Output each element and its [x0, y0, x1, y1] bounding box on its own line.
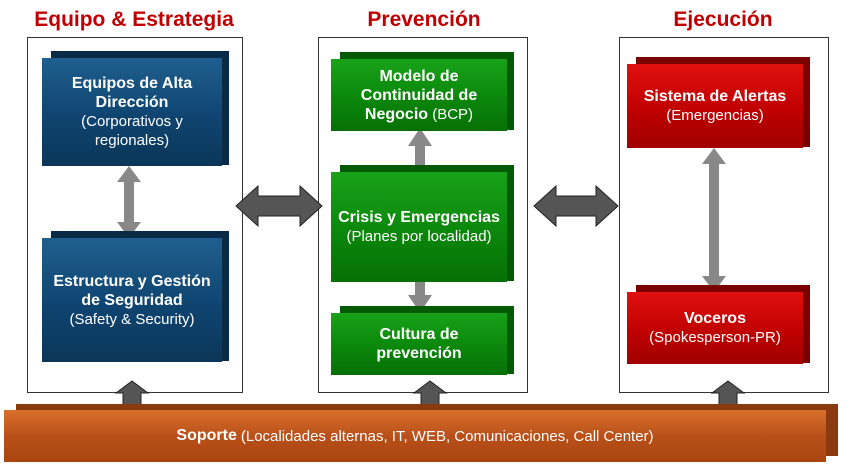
column-title-prevencion: Prevención	[367, 8, 481, 31]
support-normal: (Localidades alternas, IT, WEB, Comunica…	[240, 427, 654, 445]
block-modelo-normal: (BCP)	[432, 105, 474, 123]
block-cultura-prevencion: Cultura de prevención	[331, 313, 507, 375]
block-voceros: Voceros (Spokesperson-PR)	[627, 292, 803, 364]
support-bar: Soporte (Localidades alternas, IT, WEB, …	[4, 410, 826, 462]
block-sistema-alertas: Sistema de Alertas (Emergencias)	[627, 64, 803, 148]
block-equipos-bold: Equipos de Alta Dirección	[71, 75, 193, 111]
arrow-alertas-voceros	[702, 148, 726, 292]
column-title-equipo: Equipo & Estrategia	[34, 8, 234, 31]
arrow-equipo-prevencion	[235, 184, 323, 228]
block-cultura-bold: Cultura de prevención	[376, 326, 462, 362]
block-crisis-normal: (Planes por localidad)	[346, 228, 492, 245]
block-modelo-text: Modelo de Continuidad de Negocio (BCP)	[337, 67, 501, 124]
block-equipos-normal: (Corporativos y regionales)	[81, 113, 183, 149]
block-modelo-bold: Modelo de Continuidad de Negocio	[360, 67, 478, 123]
block-estructura-seguridad: Estructura y Gestión de Seguridad (Safet…	[42, 238, 222, 362]
block-voceros-bold: Voceros	[684, 310, 746, 327]
arrow-equipos-estructura	[117, 166, 141, 238]
block-alertas-normal: (Emergencias)	[666, 107, 764, 124]
arrow-crisis-cultura	[408, 282, 432, 313]
arrow-prevencion-ejecucion	[533, 184, 619, 228]
column-title-ejecucion: Ejecución	[673, 8, 773, 31]
block-equipos-alta-direccion: Equipos de Alta Dirección (Corporativos …	[42, 58, 222, 166]
block-estructura-normal: (Safety & Security)	[69, 310, 195, 328]
block-estructura-bold: Estructura y Gestión de Seguridad	[53, 272, 211, 309]
block-alertas-bold: Sistema de Alertas	[643, 88, 787, 105]
block-modelo-continuidad: Modelo de Continuidad de Negocio (BCP)	[331, 59, 507, 131]
block-crisis-bold: Crisis y Emergencias	[338, 209, 500, 226]
support-bold: Soporte	[176, 427, 237, 444]
arrow-crisis-modelo	[408, 128, 432, 172]
block-voceros-normal: (Spokesperson-PR)	[649, 329, 781, 346]
block-crisis-emergencias: Crisis y Emergencias (Planes por localid…	[331, 172, 507, 282]
